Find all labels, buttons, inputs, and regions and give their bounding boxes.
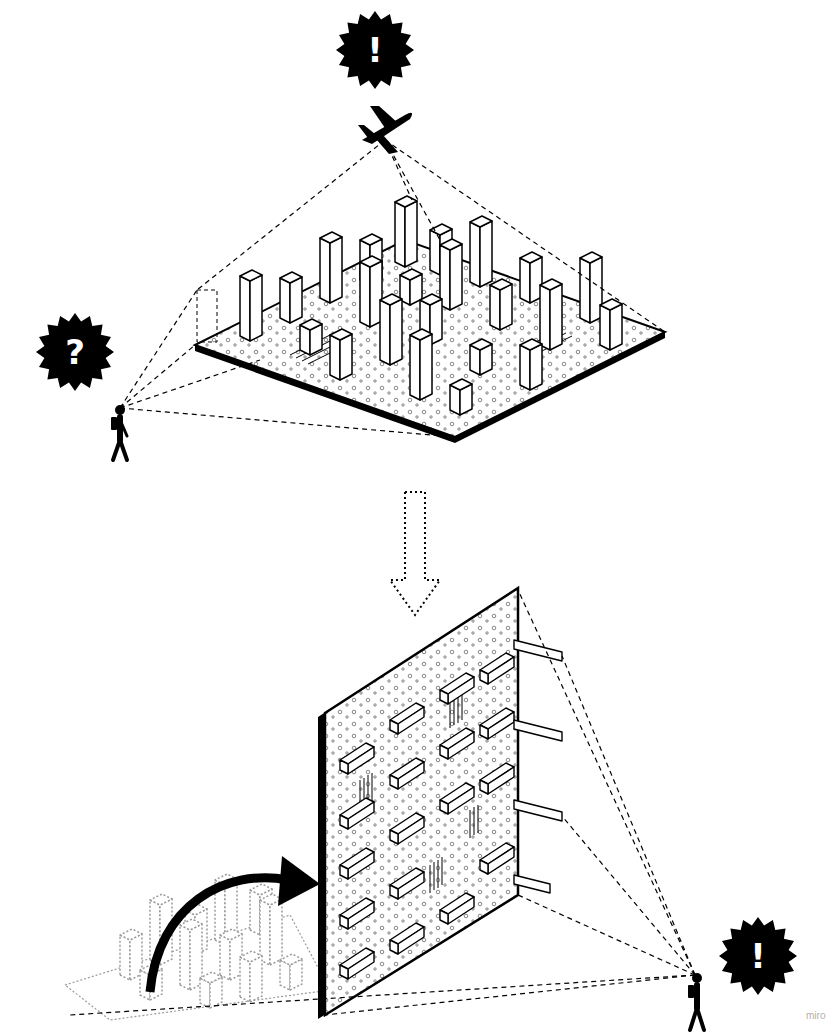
city-wall — [318, 588, 562, 1019]
starburst-badge: ? — [35, 312, 115, 392]
starburst-outline — [36, 313, 114, 391]
badge-symbol: ? — [65, 335, 85, 369]
starburst-outline — [719, 917, 797, 995]
airplane — [358, 106, 412, 154]
starburst-badge: ! — [335, 10, 415, 90]
starburst-outline — [336, 11, 414, 89]
badge-symbol: ! — [750, 939, 766, 973]
watermark: miro — [806, 1010, 825, 1021]
sight-lines — [120, 140, 665, 437]
badge-symbol: ! — [367, 33, 383, 67]
sight-lines — [70, 590, 695, 1015]
walker — [688, 973, 704, 1030]
rotate-arrow — [150, 856, 320, 992]
towers — [240, 196, 622, 415]
transition-arrow — [390, 492, 440, 615]
walker — [111, 405, 127, 460]
dashed-outline — [197, 290, 217, 342]
starburst-badge: ! — [718, 916, 798, 996]
